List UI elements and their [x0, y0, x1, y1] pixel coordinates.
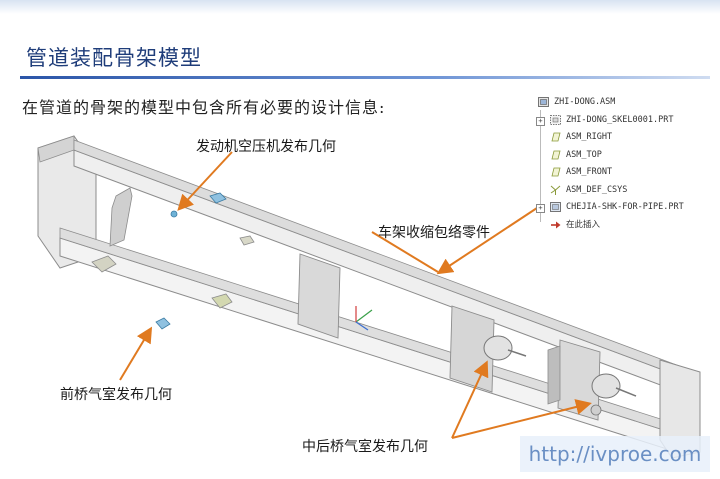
- tree-node-root[interactable]: ZHI-DONG.ASM: [536, 94, 716, 112]
- tree-expander[interactable]: +: [536, 116, 545, 126]
- callout-arrow-frame: [371, 231, 439, 273]
- tree-connector-line: [540, 110, 541, 222]
- watermark: http://ivproe.com: [520, 436, 710, 472]
- callout-front-axle-chamber: 前桥气室发布几何: [60, 387, 172, 403]
- datum-plane-icon: [551, 132, 561, 142]
- datum-plane-icon: [551, 167, 561, 177]
- slide-subtitle: 在管道的骨架的模型中包含所有必要的设计信息:: [22, 98, 386, 117]
- tree-node-label: ASM_DEF_CSYS: [566, 184, 628, 195]
- insert-here-arrow-icon: [551, 221, 561, 228]
- tree-node-label: CHEJIA-SHK-FOR-PIPE.PRT: [566, 202, 684, 212]
- air-chamber-rear-1: [483, 335, 513, 361]
- tree-node-skeleton[interactable]: + ZHI-DONG_SKEL0001.PRT: [536, 112, 716, 130]
- callout-engine-compressor: 发动机空压机发布几何: [196, 139, 336, 155]
- crossmember-4: [547, 345, 561, 405]
- tree-node-label: ZHI-DONG_SKEL0001.PRT: [566, 114, 674, 125]
- slide-top-band: [0, 0, 720, 14]
- air-chamber-rear-2: [591, 373, 621, 399]
- title-rule: [20, 76, 710, 79]
- tree-node-insert-here[interactable]: 在此插入: [536, 217, 716, 235]
- tree-node-asm-def-csys[interactable]: ASM_DEF_CSYS: [536, 182, 716, 200]
- coordinate-system-icon: [550, 185, 561, 195]
- tree-node-label: ASM_FRONT: [566, 167, 613, 177]
- slide-title: 管道装配骨架模型: [26, 46, 202, 70]
- front-bracket: [109, 187, 133, 247]
- callout-arrow-front-chamber: [119, 326, 153, 381]
- datum-plane-icon: [551, 150, 561, 159]
- tree-expander[interactable]: +: [536, 204, 545, 213]
- compressor-geometry-marker: [170, 210, 178, 218]
- tree-node-label: ASM_RIGHT: [566, 132, 613, 142]
- csys-glyph: [355, 309, 373, 323]
- compressor-part: [209, 192, 227, 204]
- tree-node-label: ZHI-DONG.ASM: [554, 97, 616, 107]
- front-chamber-part: [155, 317, 171, 330]
- callout-mid-rear-axle-chamber: 中后桥气室发布几何: [302, 439, 428, 455]
- model-tree: ZHI-DONG.ASM + ZHI-DONG_SKEL0001.PRT ASM…: [536, 94, 716, 234]
- tree-node-label: ASM_TOP: [566, 149, 602, 160]
- callout-arrow-frame-2: [436, 205, 541, 275]
- callout-frame-shrinkwrap: 车架收缩包络零件: [378, 225, 490, 241]
- tree-node-asm-right[interactable]: ASM_RIGHT: [536, 129, 716, 147]
- skeleton-part-icon: [550, 114, 561, 125]
- tree-node-asm-top[interactable]: ASM_TOP: [536, 147, 716, 165]
- assembly-icon: [538, 97, 549, 107]
- callout-arrow-rear-chamber-2: [451, 399, 592, 439]
- tree-node-label: 在此插入: [566, 219, 601, 230]
- crossmember-1: [297, 253, 341, 339]
- tree-node-asm-front[interactable]: ASM_FRONT: [536, 164, 716, 182]
- callout-arrow-rear-chamber-1: [451, 360, 489, 439]
- callout-arrow-compressor: [177, 151, 233, 211]
- part-icon: [550, 202, 561, 212]
- tree-node-chejia-shk[interactable]: + CHEJIA-SHK-FOR-PIPE.PRT: [536, 199, 716, 217]
